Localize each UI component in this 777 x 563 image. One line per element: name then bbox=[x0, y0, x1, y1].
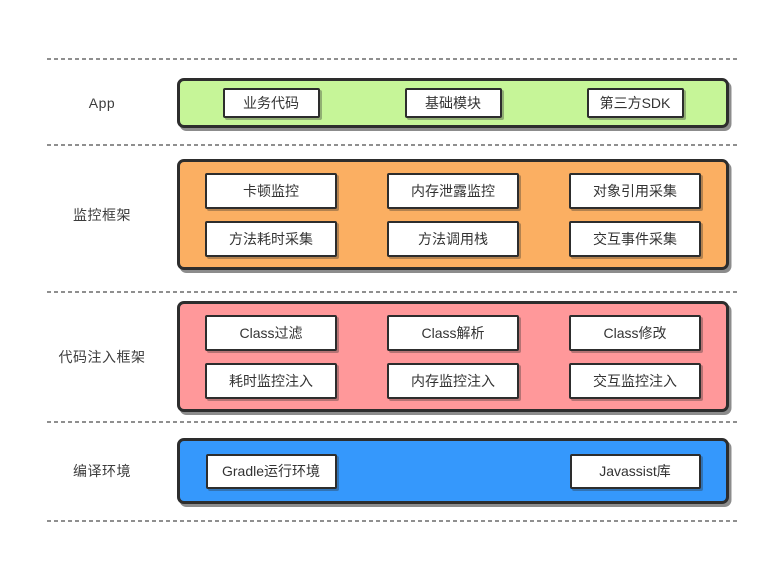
layer-container-code-inject-framework: Class过滤 Class解析 Class修改 耗时监控注入 内存监控注入 交互… bbox=[177, 301, 729, 412]
node-business-code: 业务代码 bbox=[222, 88, 320, 118]
node-third-party-sdk: 第三方SDK bbox=[586, 88, 684, 118]
node-interaction-event-collect: 交互事件采集 bbox=[569, 220, 701, 257]
layer-label-app: App bbox=[88, 95, 116, 111]
layer-container-monitor-framework: 卡顿监控 内存泄露监控 对象引用采集 方法耗时采集 方法调用栈 交互事件采集 bbox=[177, 159, 729, 270]
node-memory-leak-monitor: 内存泄露监控 bbox=[387, 172, 519, 209]
node-class-modify: Class修改 bbox=[569, 314, 701, 351]
node-method-time-collect: 方法耗时采集 bbox=[205, 220, 337, 257]
layer-label-code-inject-framework: 代码注入框架 bbox=[58, 348, 146, 365]
node-lag-monitor: 卡顿监控 bbox=[205, 172, 337, 209]
node-class-parse: Class解析 bbox=[387, 314, 519, 351]
node-class-filter: Class过滤 bbox=[205, 314, 337, 351]
dashed-separator bbox=[47, 520, 738, 522]
empty-cell bbox=[362, 454, 544, 489]
dashed-separator bbox=[47, 58, 738, 60]
node-method-call-stack: 方法调用栈 bbox=[387, 220, 519, 257]
node-base-module: 基础模块 bbox=[404, 88, 502, 118]
node-row: 卡顿监控 内存泄露监控 对象引用采集 bbox=[180, 172, 726, 209]
dashed-separator bbox=[47, 291, 738, 293]
node-row: 业务代码 基础模块 第三方SDK bbox=[180, 88, 726, 118]
layer-container-build-env: Gradle运行环境 Javassist库 bbox=[177, 438, 729, 504]
dashed-separator bbox=[47, 144, 738, 146]
layer-label-build-env: 编译环境 bbox=[73, 463, 131, 479]
node-memory-monitor-inject: 内存监控注入 bbox=[387, 362, 519, 399]
node-row: Gradle运行环境 Javassist库 bbox=[180, 453, 726, 489]
node-javassist-lib: Javassist库 bbox=[569, 453, 701, 489]
node-row: 方法耗时采集 方法调用栈 交互事件采集 bbox=[180, 220, 726, 257]
node-gradle-runtime: Gradle运行环境 bbox=[205, 453, 337, 489]
layer-container-app: 业务代码 基础模块 第三方SDK bbox=[177, 78, 729, 128]
node-time-monitor-inject: 耗时监控注入 bbox=[205, 362, 337, 399]
layer-label-monitor-framework: 监控框架 bbox=[73, 206, 131, 223]
dashed-separator bbox=[47, 421, 738, 423]
node-object-ref-collect: 对象引用采集 bbox=[569, 172, 701, 209]
node-interaction-monitor-inject: 交互监控注入 bbox=[569, 362, 701, 399]
node-row: 耗时监控注入 内存监控注入 交互监控注入 bbox=[180, 362, 726, 399]
node-row: Class过滤 Class解析 Class修改 bbox=[180, 314, 726, 351]
